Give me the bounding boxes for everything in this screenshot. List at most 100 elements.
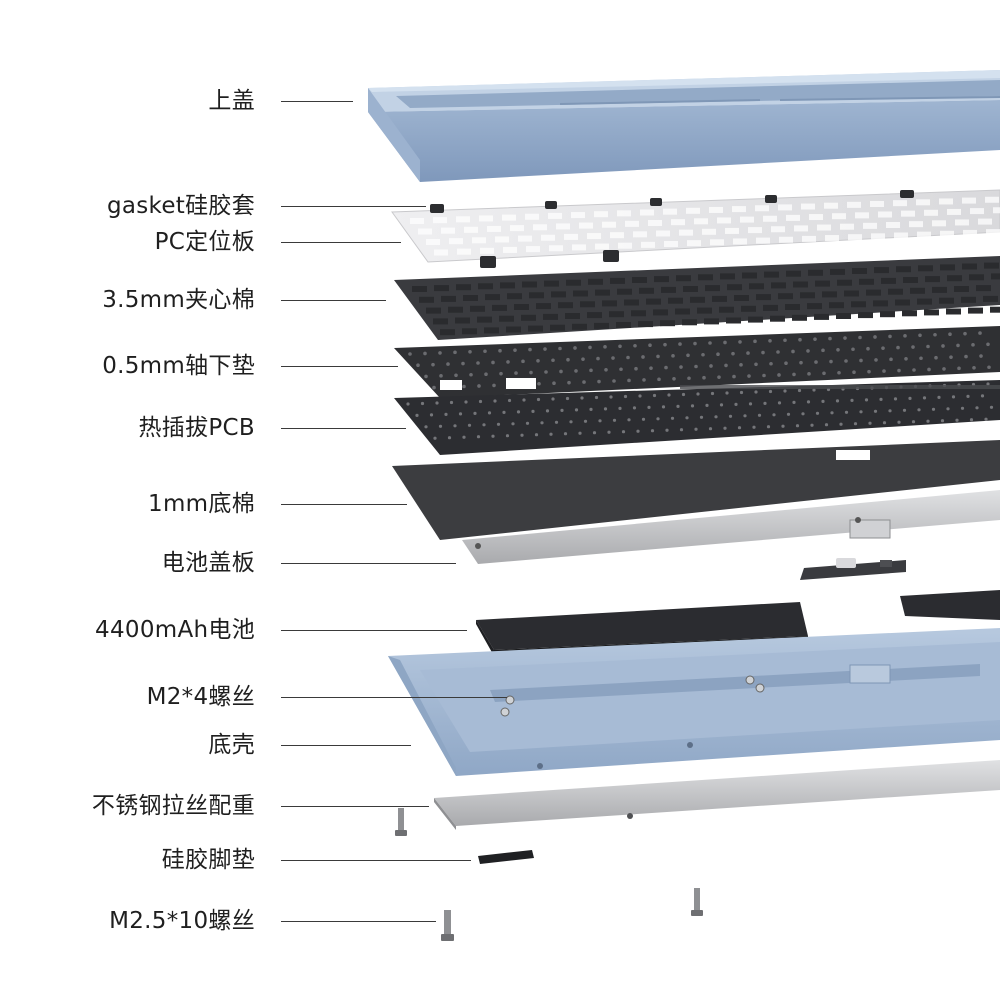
switch-pad-hole bbox=[611, 356, 615, 360]
foam-cutout bbox=[719, 306, 734, 313]
pcb-socket-hole bbox=[467, 423, 472, 427]
switch-pad-hole bbox=[648, 343, 652, 348]
foam-cutout bbox=[682, 319, 697, 326]
switch-pad-hole bbox=[603, 345, 607, 349]
label-sandwich-foam: 3.5mm夹心棉 bbox=[102, 287, 255, 313]
pc-plate-cutout bbox=[571, 212, 585, 219]
switch-pad-hole bbox=[851, 347, 855, 352]
pcb-socket-hole bbox=[815, 411, 820, 415]
pcb-socket-hole bbox=[830, 411, 834, 415]
switch-pad-hole bbox=[732, 374, 736, 379]
pcb-socket-hole bbox=[665, 428, 669, 432]
pcb-socket-hole bbox=[623, 394, 628, 399]
foam-cutout bbox=[448, 306, 463, 313]
pcb-socket-hole bbox=[754, 390, 758, 394]
pcb-socket-hole bbox=[989, 405, 994, 409]
switch-pad-hole bbox=[708, 341, 712, 345]
foam-cutout bbox=[932, 286, 947, 293]
switch-pad-hole bbox=[828, 336, 832, 341]
pc-plate-cutout bbox=[464, 226, 478, 233]
switch-pad-hole bbox=[807, 372, 811, 376]
switch-pad-hole bbox=[724, 363, 728, 368]
pcb-socket-hole bbox=[763, 401, 767, 405]
pcb-socket-hole bbox=[723, 426, 727, 430]
pc-plate-cutout bbox=[579, 222, 593, 229]
pc-plate-cutout bbox=[710, 239, 724, 246]
switch-pad-hole bbox=[469, 372, 473, 377]
switch-pad-hole bbox=[738, 340, 742, 344]
switch-pad-hole bbox=[431, 362, 435, 367]
switch-pad-hole bbox=[791, 349, 795, 354]
switch-pad-hole bbox=[543, 347, 547, 351]
foam-cutout bbox=[720, 273, 735, 280]
pcb-socket-hole bbox=[531, 409, 535, 413]
foam-cutout bbox=[903, 277, 918, 283]
switch-pad-hole bbox=[618, 344, 622, 349]
leader-line-top-case bbox=[281, 101, 353, 102]
foam-cutout bbox=[858, 312, 873, 319]
pcb-socket-hole bbox=[594, 395, 599, 400]
switch-pad-hole bbox=[964, 354, 968, 359]
leader-line-m25-screws bbox=[281, 921, 436, 922]
switch-pad-hole bbox=[813, 337, 817, 341]
leader-line-battery bbox=[281, 630, 467, 631]
foam-cutout bbox=[434, 285, 449, 292]
switch-pad-hole bbox=[852, 370, 856, 375]
foam-cutout bbox=[785, 304, 800, 310]
pc-plate-cutout bbox=[533, 224, 547, 231]
pcb-socket-hole bbox=[810, 423, 814, 427]
foam-cutout bbox=[712, 295, 727, 302]
foam-cutout bbox=[544, 280, 559, 287]
pcb-socket-hole bbox=[406, 402, 410, 406]
foam-cutout bbox=[550, 324, 565, 331]
pcb-socket-hole bbox=[917, 408, 921, 412]
pcb-socket-hole bbox=[859, 410, 863, 414]
pc-plate-cutout bbox=[740, 216, 754, 223]
switch-pad-hole bbox=[477, 384, 481, 388]
pc-plate-cutout bbox=[986, 229, 1000, 236]
foam-cutout bbox=[749, 283, 764, 290]
label-bottom-case: 底壳 bbox=[208, 732, 255, 758]
switch-pad-hole bbox=[723, 340, 727, 345]
pc-plate-cutout bbox=[755, 205, 769, 212]
switch-pad-hole bbox=[731, 351, 735, 356]
switch-pad-hole bbox=[663, 342, 667, 347]
pc-plate-cutout bbox=[748, 227, 762, 234]
pc-plate-illustration bbox=[391, 189, 1000, 268]
pcb-socket-hole bbox=[748, 402, 753, 406]
pc-plate-cutout bbox=[848, 234, 862, 241]
pc-plate-cutout bbox=[640, 209, 654, 216]
switch-pad-hole bbox=[521, 359, 525, 364]
switch-pad-hole bbox=[701, 352, 705, 357]
pc-plate-cutout bbox=[732, 206, 746, 213]
pcb-socket-hole bbox=[897, 420, 901, 424]
pc-plate-cutout bbox=[709, 206, 723, 213]
foam-cutout bbox=[492, 304, 507, 311]
foam-cutout bbox=[484, 327, 499, 334]
pcb-socket-hole bbox=[752, 425, 756, 429]
pc-plate-cutout bbox=[572, 244, 586, 251]
switch-pad-hole bbox=[837, 370, 841, 375]
switch-pad-hole bbox=[888, 334, 892, 339]
pcb-socket-hole bbox=[476, 435, 481, 439]
pcb-socket-hole bbox=[462, 435, 466, 439]
switch-pad-hole bbox=[491, 360, 495, 365]
battery-cover-illustration bbox=[462, 490, 1000, 564]
switch-pad-hole bbox=[926, 344, 930, 349]
foam-cutout bbox=[595, 289, 610, 296]
pcb-socket-hole bbox=[728, 414, 733, 418]
pcb-socket-hole bbox=[772, 413, 776, 417]
switch-pad-hole bbox=[626, 355, 630, 360]
foam-cutout bbox=[800, 292, 815, 299]
pcb-socket-hole bbox=[797, 388, 802, 393]
pc-plate-cutout bbox=[663, 208, 677, 215]
pcb-socket-hole bbox=[652, 393, 657, 398]
pc-plate-cutout bbox=[480, 247, 494, 254]
pcb-socket-hole bbox=[893, 397, 898, 401]
leader-line-bottom-case bbox=[281, 745, 411, 746]
pcb-socket-hole bbox=[549, 432, 553, 436]
pc-plate-cutout bbox=[901, 210, 915, 217]
pcb-socket-hole bbox=[946, 407, 950, 411]
switch-pad-hole bbox=[438, 351, 442, 355]
pc-plate-cutout bbox=[548, 212, 562, 219]
